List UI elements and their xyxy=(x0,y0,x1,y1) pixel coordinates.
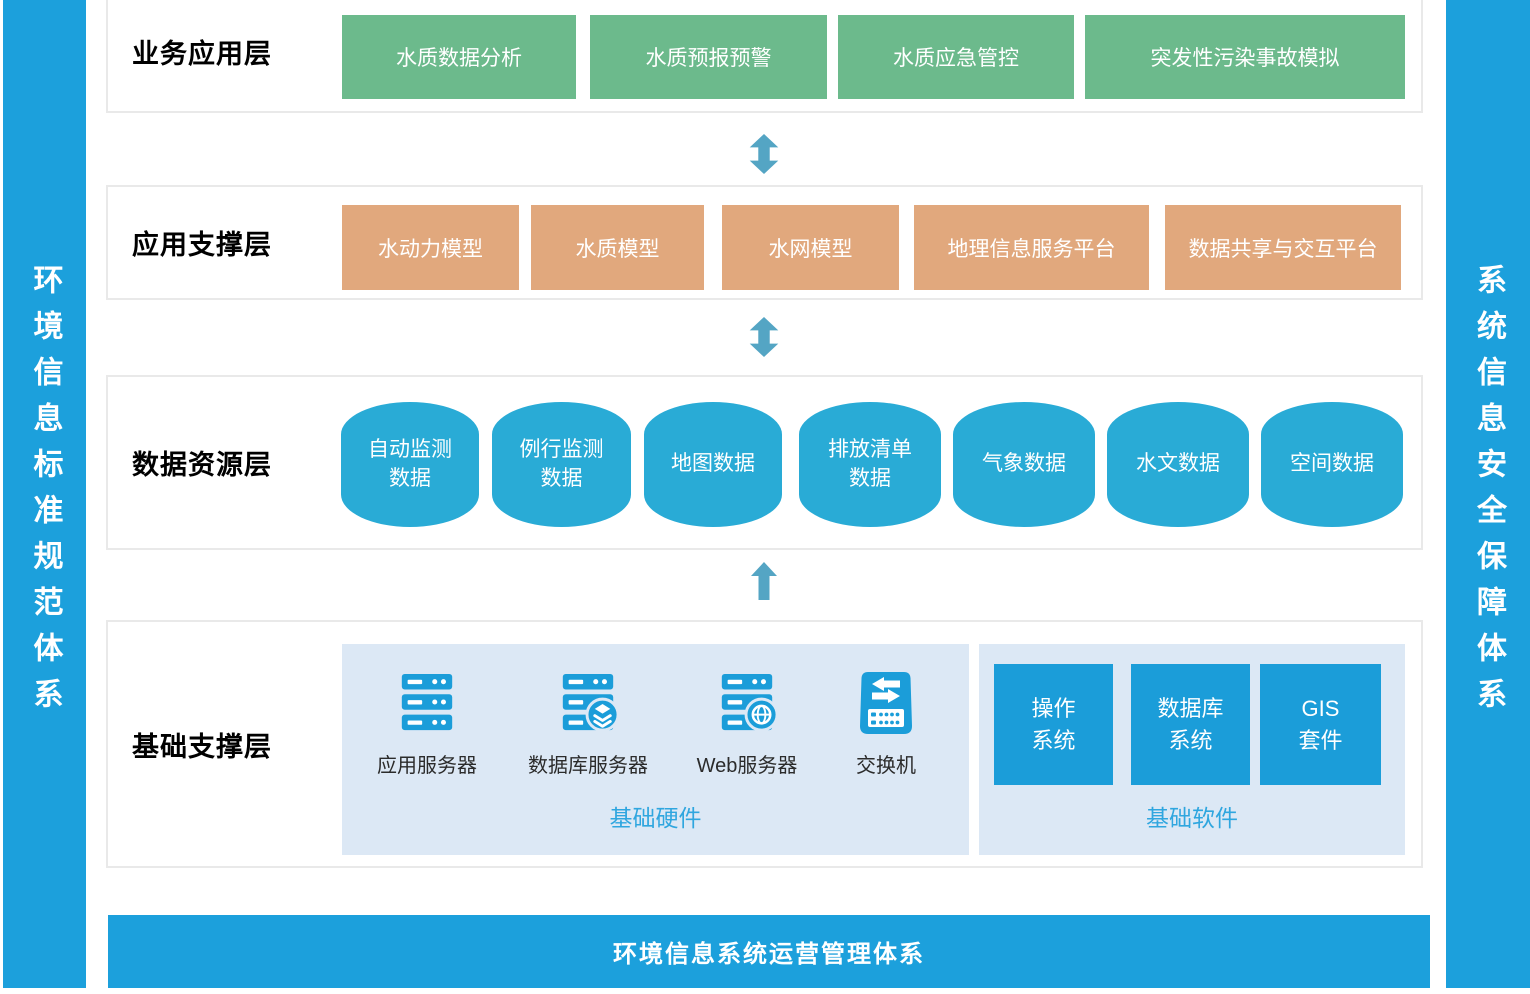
support-box: 水动力模型 xyxy=(342,205,519,290)
hardware-item-label: 交换机 xyxy=(856,755,916,777)
software-box: 数据库 系统 xyxy=(1131,664,1250,785)
data-cylinder: 地图数据 xyxy=(644,402,782,527)
operations-management-bar: 环境信息系统运营管理体系 xyxy=(108,915,1430,988)
base-support-layer: 基础支撑层 xyxy=(106,620,1423,868)
up-arrow-icon xyxy=(748,562,780,600)
hardware-panel-caption: 基础硬件 xyxy=(609,805,702,831)
hardware-item-label: 数据库服务器 xyxy=(528,755,648,777)
data-cylinder: 自动监测 数据 xyxy=(341,402,479,527)
business-box: 水质预报预警 xyxy=(590,15,827,99)
left-sidebar-label: 环境信息标准规范体系 xyxy=(28,264,62,724)
support-box: 水质模型 xyxy=(531,205,704,290)
right-sidebar-label: 系统信息安全保障体系 xyxy=(1472,264,1505,724)
switch-icon xyxy=(859,672,913,739)
hardware-item: 应用服务器 xyxy=(357,672,497,778)
business-application-layer: 业务应用层 水质数据分析 水质预报预警 水质应急管控 突发性污染事故模拟 xyxy=(106,0,1423,113)
right-security-sidebar: 系统信息安全保障体系 xyxy=(1446,0,1530,988)
data-cylinder: 排放清单 数据 xyxy=(799,402,941,527)
data-cylinder: 空间数据 xyxy=(1261,402,1403,527)
software-box: 操作 系统 xyxy=(994,664,1113,785)
database-server-icon xyxy=(557,672,620,739)
support-box: 地理信息服务平台 xyxy=(914,205,1149,290)
support-box: 水网模型 xyxy=(722,205,899,290)
support-box: 数据共享与交互平台 xyxy=(1165,205,1401,290)
software-panel-caption: 基础软件 xyxy=(1146,805,1238,831)
hardware-item: Web服务器 xyxy=(677,672,817,778)
base-software-panel: 操作 系统 数据库 系统 GIS 套件 基础软件 xyxy=(979,644,1405,855)
up-down-arrow-icon xyxy=(748,317,780,357)
data-cylinder: 例行监测 数据 xyxy=(492,402,631,527)
data-layer-label: 数据资源层 xyxy=(132,450,272,480)
hardware-item-label: 应用服务器 xyxy=(377,755,477,777)
data-cylinder: 水文数据 xyxy=(1107,402,1249,527)
data-resource-layer: 数据资源层 自动监测 数据 例行监测 数据 地图数据 排放清单 数据 气象数据 … xyxy=(106,375,1423,550)
left-standards-sidebar: 环境信息标准规范体系 xyxy=(3,0,86,988)
hardware-item: 交换机 xyxy=(831,672,941,778)
web-server-icon xyxy=(716,672,779,739)
application-support-layer: 应用支撑层 水动力模型 水质模型 水网模型 地理信息服务平台 数据共享与交互平台 xyxy=(106,185,1423,300)
base-hardware-panel: 应用服务器 xyxy=(342,644,969,855)
app-server-icon xyxy=(396,672,458,739)
operations-management-label: 环境信息系统运营管理体系 xyxy=(613,941,925,968)
hardware-item-label: Web服务器 xyxy=(696,755,798,777)
business-box: 水质数据分析 xyxy=(342,15,576,99)
business-box: 突发性污染事故模拟 xyxy=(1085,15,1405,99)
support-layer-label: 应用支撑层 xyxy=(132,230,272,260)
hardware-item: 数据库服务器 xyxy=(518,672,658,778)
base-layer-label: 基础支撑层 xyxy=(132,731,272,762)
business-layer-label: 业务应用层 xyxy=(132,39,272,69)
software-box: GIS 套件 xyxy=(1260,664,1381,785)
data-cylinder: 气象数据 xyxy=(953,402,1095,527)
up-down-arrow-icon xyxy=(748,134,780,174)
business-box: 水质应急管控 xyxy=(838,15,1074,99)
